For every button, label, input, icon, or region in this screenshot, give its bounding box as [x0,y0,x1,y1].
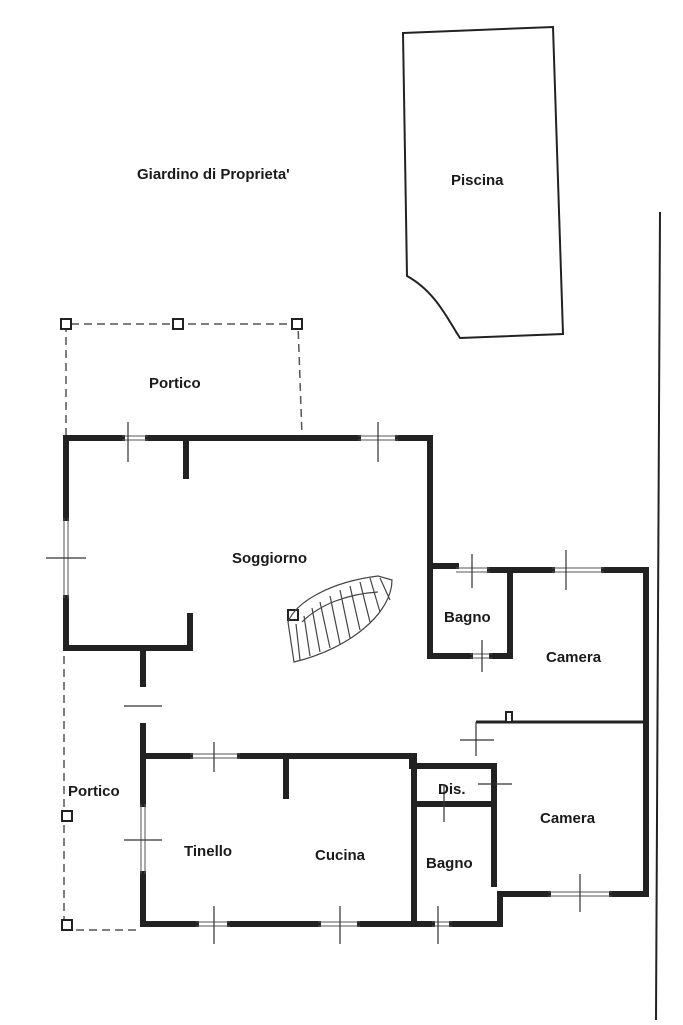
soggiorno-label: Soggiorno [232,550,307,567]
portico-top [60,318,303,437]
cucina-label: Cucina [315,847,366,864]
windows [46,422,612,944]
pool-label: Piscina [451,172,504,189]
tinello-label: Tinello [184,843,232,860]
portico-post [61,919,73,931]
portico-post [291,318,303,330]
spiral-staircase [287,575,393,663]
dis-label: Dis. [438,781,466,798]
walls [63,435,649,927]
bagno-2-label: Bagno [426,855,473,872]
pool-outline [401,25,565,340]
portico-post [61,810,73,822]
property-boundary-line [655,211,661,1021]
portico-left-label: Portico [68,783,120,800]
camera-1-label: Camera [546,649,602,666]
portico-post [172,318,184,330]
camera-2-label: Camera [540,810,596,827]
portico-left [61,656,138,931]
portico-top-label: Portico [149,375,201,392]
wall-stub [505,711,513,723]
portico-post [60,318,72,330]
bagno-1-label: Bagno [444,609,491,626]
garden-label: Giardino di Proprieta' [137,166,290,183]
room-labels: Giardino di Proprieta' Piscina Portico S… [68,166,602,872]
